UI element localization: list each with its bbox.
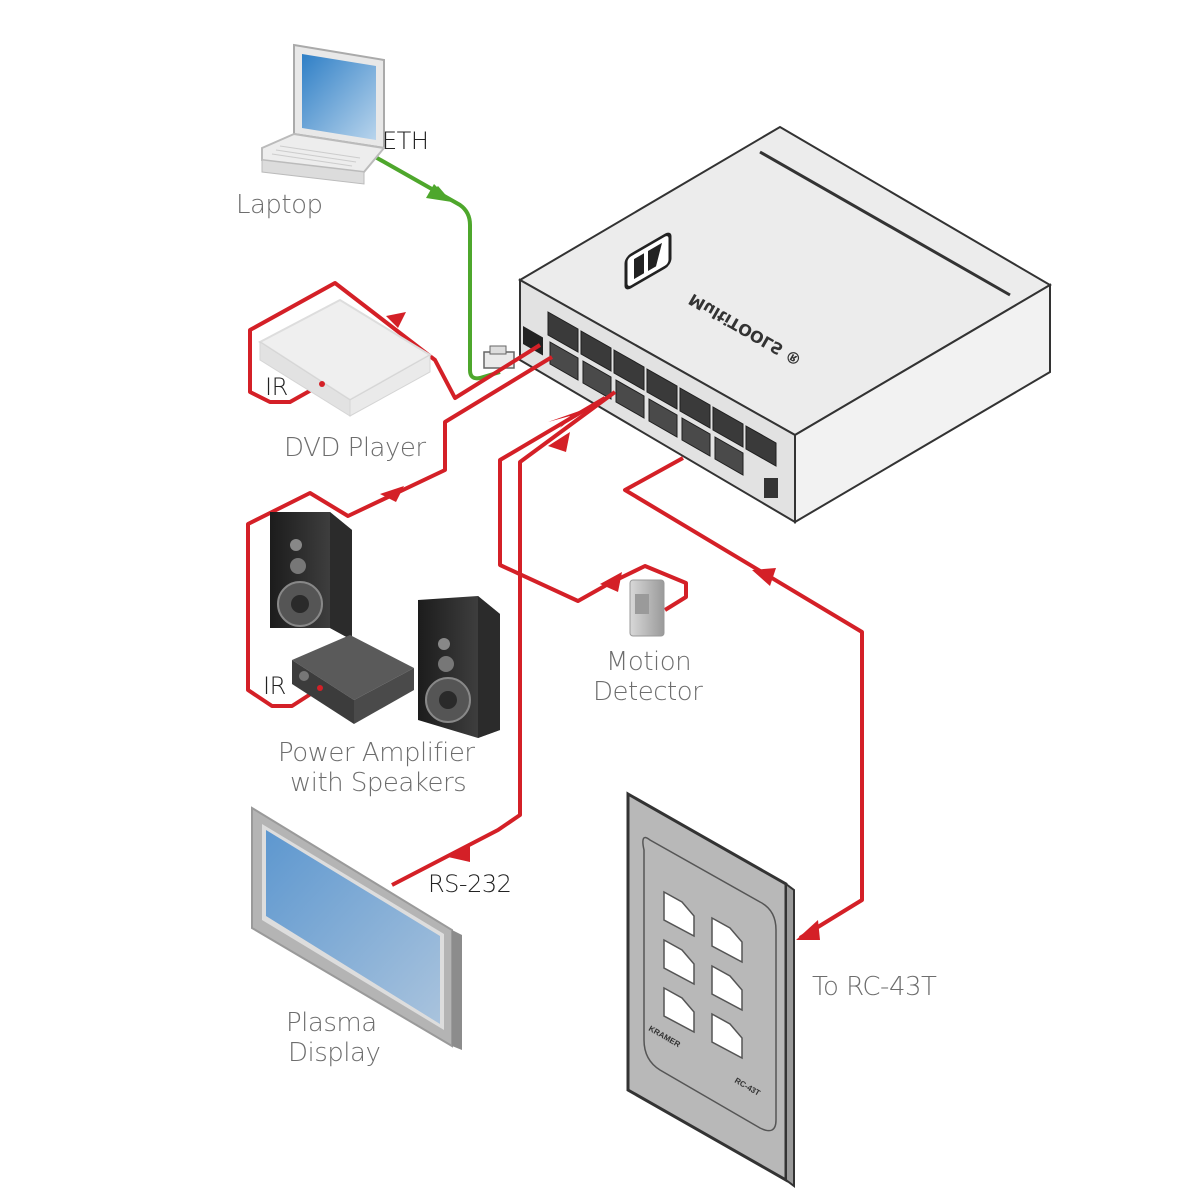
motion-cable-out: [498, 396, 611, 603]
amp-ir-cable: [246, 355, 554, 708]
dvd-arrow-icon: [386, 312, 406, 328]
terminal-block-lower[interactable]: [714, 436, 744, 476]
speaker-left-icon: [270, 512, 352, 640]
amp-label-line2: with Speakers: [290, 768, 467, 798]
terminal-block-upper[interactable]: [745, 425, 777, 467]
multitools-device: MultiTOOLS ®: [517, 125, 1052, 524]
motion-label-line2: Detector: [593, 677, 703, 707]
port-block-row: [547, 311, 777, 476]
terminal-block-upper[interactable]: [613, 349, 645, 391]
eth-arrow-icon-2: [426, 184, 452, 202]
motion-cable-return: [609, 564, 688, 612]
rc43t-end-arrow-icon: [796, 920, 820, 940]
plasma-label-line1: Plasma: [286, 1008, 377, 1038]
amp-ir-label: IR: [263, 672, 286, 700]
control-arrows: [380, 312, 820, 940]
dvd-ir-label: IR: [265, 373, 288, 401]
rc43t-button[interactable]: [663, 890, 695, 938]
kramer-logo-icon: [624, 232, 672, 290]
plasma-label-line2: Display: [288, 1038, 381, 1068]
motion-label-line1: Motion: [606, 647, 692, 677]
terminal-block-lower[interactable]: [615, 379, 645, 419]
eth-label: ETH: [382, 127, 429, 155]
terminal-block-lower[interactable]: [582, 360, 612, 400]
laptop-icon: [261, 43, 386, 185]
rs232-cable: [391, 390, 617, 887]
amp-label-line1: Power Amplifier: [278, 738, 475, 768]
rc43t-button[interactable]: [711, 916, 743, 964]
motion-return-arrow-in-icon: [548, 410, 582, 428]
dvd-player-icon: [258, 298, 432, 417]
device-side: [794, 283, 1051, 524]
amp-arrow-icon: [380, 486, 404, 502]
terminal-block-upper[interactable]: [547, 311, 579, 353]
dvd-ir-cable: [248, 281, 542, 404]
terminal-block-lower[interactable]: [648, 398, 678, 438]
rc43t-button[interactable]: [711, 1012, 743, 1060]
power-connector[interactable]: [764, 478, 778, 498]
plasma-display-icon: [251, 806, 462, 1050]
terminal-block-lower[interactable]: [681, 417, 711, 457]
rc43t-label: To RC-43T: [812, 972, 937, 1002]
motion-return-arrow-out-icon: [548, 432, 570, 452]
speaker-right-icon: [418, 596, 500, 738]
eth-cable: [362, 148, 501, 381]
terminal-block-upper[interactable]: [679, 387, 711, 429]
rs232-arrow-icon: [448, 844, 470, 862]
control-lines: [246, 281, 864, 940]
motion-detector-icon: [629, 579, 665, 637]
rc43t-button[interactable]: [663, 938, 695, 986]
rc43t-mid-arrow-icon: [752, 568, 776, 586]
motion-arrow-icon: [600, 572, 622, 592]
laptop-label: Laptop: [236, 190, 323, 220]
rc43t-button[interactable]: [711, 964, 743, 1012]
rs232-label: RS-232: [428, 870, 512, 898]
terminal-block-upper[interactable]: [580, 330, 612, 372]
terminal-block-upper[interactable]: [712, 406, 744, 448]
rc43t-button[interactable]: [663, 986, 695, 1034]
rc43t-panel: KRAMER RC-43T: [626, 791, 795, 1188]
amplifier-icon: [292, 635, 414, 724]
rc43t-cable: [623, 456, 864, 940]
device-top-groove: [759, 150, 1011, 297]
terminal-block-upper[interactable]: [646, 368, 678, 410]
dvd-player-label: DVD Player: [284, 433, 426, 463]
